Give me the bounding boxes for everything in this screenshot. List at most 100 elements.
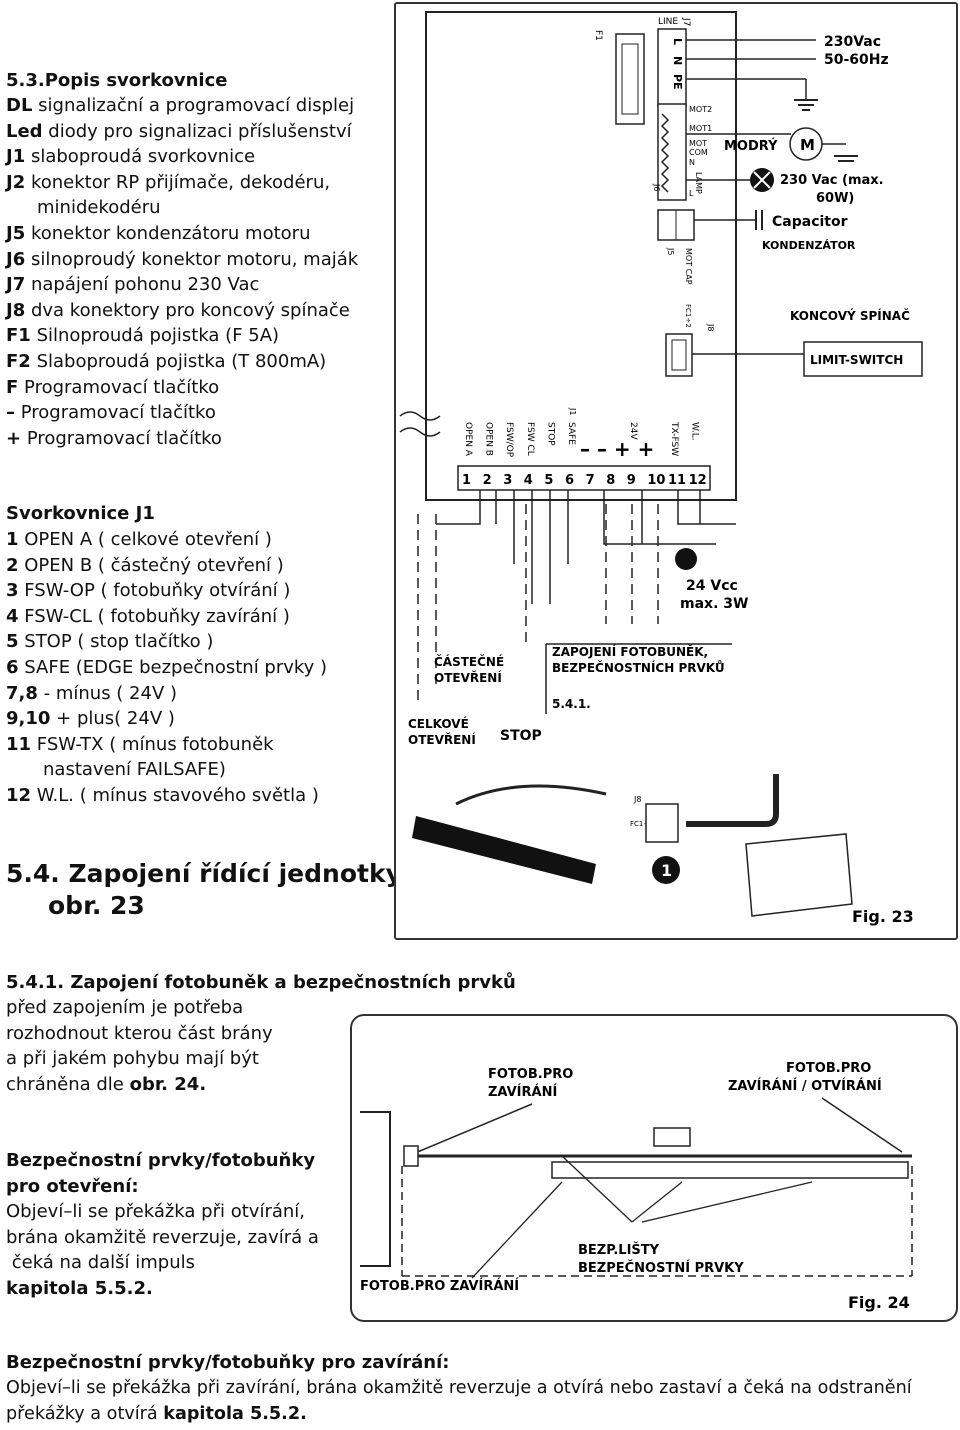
legend-row: – Programovací tlačítko [6, 402, 216, 424]
vcc-label: 24 Vcc [686, 578, 738, 594]
j1-pin-label: SAFE [566, 422, 576, 445]
fc-bottom-label: FC1÷2 [630, 820, 654, 828]
j1-pin-label: STOP [545, 422, 555, 446]
power-frequency: 50-60Hz [824, 52, 889, 68]
connector-j8 [665, 333, 693, 377]
legend-row: Led diody pro signalizaci příslušenství [6, 120, 352, 142]
fig24-diagram: FOTOB.PRO ZAVÍRÁNÍ FOTOB.PRO ZAVÍRÁNÍ / … [360, 1061, 913, 1312]
j6-pin: MOT1 [689, 124, 712, 133]
fuse-body [621, 43, 639, 115]
legend-row: + Programovací tlačítko [6, 427, 222, 449]
motor-label: M [800, 136, 815, 154]
j1-terminal-number: 5 [544, 473, 553, 488]
terminal-list: 1 OPEN A ( celkové otevření ) 2 OPEN B (… [6, 527, 327, 809]
lamp-cross [753, 171, 771, 189]
j5-pin: MOT CAP [684, 248, 693, 285]
coverage-lines [401, 1166, 913, 1277]
j8-bottom-label: J8 [633, 795, 641, 804]
terminal-row: 2 OPEN B ( částečný otevření ) [6, 554, 284, 576]
j6-label: J6 [652, 183, 661, 191]
ref-label: 5.4.1. [552, 697, 591, 711]
j1-label: J1 [568, 407, 577, 415]
lamp-spec: 230 Vac (max. [780, 173, 884, 188]
j1-terminal-number: 9 [627, 473, 636, 488]
fotob-zav-otv-label: ZAVÍRÁNÍ / OTVÍRÁNÍ [728, 1078, 882, 1094]
j1-terminal-number: 4 [524, 473, 533, 488]
legend-row: minidekodéru [37, 197, 161, 219]
break-mark [399, 427, 441, 437]
celkove-label: CELKOVÉ [408, 716, 469, 731]
limit-switch-box [803, 341, 923, 377]
component-legend: DL signalizační a programovací displej L… [6, 93, 358, 451]
j1-pin-label: W.L. [690, 422, 700, 441]
figure-24: FOTOB.PRO ZAVÍRÁNÍ FOTOB.PRO ZAVÍRÁNÍ / … [350, 1014, 958, 1322]
control-board-outline [425, 11, 737, 501]
open-section-title: Bezpečnostní prvky/fotobuňky pro otevřen… [6, 1150, 316, 1197]
leader-line [407, 1103, 533, 1157]
j1-terminal-number: 6 [565, 473, 574, 488]
j1-pin-label: OPEN B [484, 422, 494, 456]
line-label: LINE [658, 17, 678, 27]
j8-body [671, 339, 687, 371]
terminal-row: 1 OPEN A ( celkové otevření ) [6, 529, 272, 550]
j1-pin-label: FSW/OP [504, 422, 514, 458]
legend-row: J2 konektor RP přijímače, dekodéru, [6, 171, 331, 193]
modry-label: MODRÝ [724, 138, 778, 154]
f1-label: F1 [593, 30, 603, 41]
limit-switch-housing [745, 833, 853, 917]
castecne-label: OTEVŘENÍ [434, 670, 502, 685]
kondenzator-label: KONDENZÁTOR [762, 239, 856, 252]
zapojeni-label: ZAPOJENÍ FOTOBUNĚK, [552, 644, 708, 659]
l-pin-label: L [671, 38, 684, 45]
j1-pin-label: OPEN A [463, 422, 473, 457]
j6-pin: MOT [689, 139, 707, 148]
legend-row: J1 slaboproudá svorkovnice [6, 146, 256, 168]
figure-23: F1 LINE J7 L N PE J6 MOT2 MOT1 MOT COM N… [394, 2, 958, 940]
legend-row: J7 napájení pohonu 230 Vac [6, 274, 260, 296]
j1-terminal-number: 1 [462, 473, 471, 488]
capacitor-label: Capacitor [772, 214, 848, 230]
terminal-row: 5 STOP ( stop tlačítko ) [6, 631, 214, 653]
terminal-row: 3 FSW-OP ( fotobuňky otvírání ) [6, 580, 291, 602]
j1-terminal-number: 10 [647, 473, 665, 488]
j6-pin: LAMP [694, 172, 703, 194]
vcc-label: max. 3W [680, 596, 748, 612]
terminal-title: Svorkovnice J1 [6, 503, 155, 524]
callout-number-1 [652, 856, 680, 884]
j6-pin: L [689, 189, 694, 198]
terminal-strip-j1 [457, 465, 711, 491]
power-voltage: 230Vac [824, 34, 881, 50]
j1-pin-label: FSW CL [525, 422, 535, 456]
pe-pin-label: PE [671, 74, 684, 90]
break-mark [399, 411, 441, 421]
open-section-text: Objeví–li se překážka při otvírání, brán… [6, 1201, 319, 1299]
j1-terminal-number: 3 [503, 473, 512, 488]
bezp-label: BEZP.LIŠTY [578, 1242, 660, 1258]
fc-label: FC1÷2 [684, 304, 692, 328]
terminal-row: 4 FSW-CL ( fotobuňky zavírání ) [6, 605, 290, 627]
connector-j6 [657, 103, 687, 201]
terminal-row: 6 SAFE (EDGE bezpečnostní prvky ) [6, 656, 328, 678]
connector-plug [645, 803, 679, 843]
j7-label: J7 [681, 17, 691, 26]
terminal-row: 9,10 + plus( 24V ) [6, 708, 175, 730]
celkove-label: OTEVŘENÍ [408, 732, 476, 747]
legend-row: J8 dva konektory pro koncový spínače [6, 299, 350, 321]
terminal-row: 12 W.L. ( mínus stavového světla ) [6, 784, 319, 806]
fuse-f1 [615, 33, 645, 125]
gate-leaf [551, 1161, 909, 1179]
fotob-bottom-label: FOTOB.PRO ZAVÍRÁNÍ [360, 1278, 519, 1294]
heading-5-4: 5.4. Zapojení řídící jednotky obr. 23 [6, 859, 402, 920]
j6-pin: COM [689, 148, 708, 157]
callout-number-label: 1 [661, 861, 672, 880]
polarity-signs: – – + + [580, 437, 654, 461]
zapojeni-label: BEZPEČNOSTNÍCH PRVKŮ [552, 660, 725, 675]
dashed-wiring [417, 504, 659, 704]
lamp-spec: 60W) [816, 191, 854, 206]
j1-terminal-number: 7 [586, 473, 595, 488]
castecne-label: ČÁSTEČNÉ [434, 654, 504, 669]
j1-terminal-number: 11 [668, 473, 686, 488]
fig23-caption: Fig. 23 [852, 907, 914, 926]
